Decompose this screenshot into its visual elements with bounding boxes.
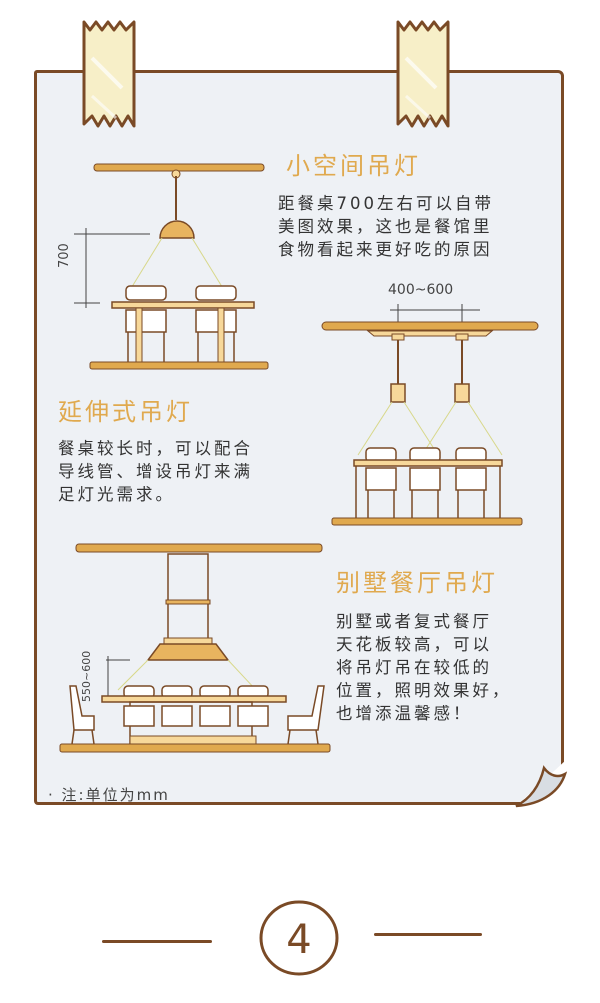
text-line: 美图效果，这也是餐馆里: [278, 217, 493, 236]
text-extended-pendant: 餐桌较长时，可以配合 导线管、增设吊灯来满 足灯光需求。: [58, 437, 253, 506]
heading-extended-pendant: 延伸式吊灯: [58, 398, 193, 426]
text-villa-pendant: 别墅或者复式餐厅 天花板较高，可以 将吊灯吊在较低的 位置，照明效果好， 也增添…: [336, 610, 512, 725]
text-small-space-pendant: 距餐桌700左右可以自带 美图效果，这也是餐馆里 食物看起来更好吃的原因: [278, 192, 494, 261]
divider-right: [374, 933, 482, 936]
page-curl-icon: [514, 760, 568, 808]
dimension-label-400-600: 400~600: [388, 282, 453, 298]
page-number: 4: [286, 917, 311, 963]
note-paper: [34, 70, 564, 805]
text-line: 餐桌较长时，可以配合: [58, 439, 253, 458]
divider-left: [102, 940, 212, 943]
text-line: 别墅或者复式餐厅: [336, 612, 492, 631]
text-line: 也增添温馨感！: [336, 704, 473, 723]
tape-left-icon: [82, 20, 136, 128]
text-line: 距餐桌700左右可以自带: [278, 194, 494, 213]
text-line: 将吊灯吊在较低的: [336, 658, 492, 677]
text-line: 食物看起来更好吃的原因: [278, 240, 493, 259]
tape-right-icon: [396, 20, 450, 128]
heading-small-space-pendant: 小空间吊灯: [286, 152, 421, 180]
text-line: 位置，照明效果好，: [336, 681, 512, 700]
dimension-label-550-600: 550~600: [80, 651, 93, 702]
extended-pendant-illustration-icon: 400~600: [321, 282, 539, 526]
villa-pendant-illustration-icon: 550~600: [59, 543, 331, 753]
footnote-unit: · 注:单位为mm: [48, 786, 170, 804]
heading-villa-pendant: 别墅餐厅吊灯: [336, 569, 498, 597]
text-line: 足灯光需求。: [58, 485, 175, 504]
page-number-circle-icon: 4: [259, 900, 339, 976]
text-line: 天花板较高，可以: [336, 635, 492, 654]
small-space-pendant-illustration-icon: 700: [57, 163, 269, 370]
dimension-label-700: 700: [57, 243, 72, 268]
text-line: 导线管、增设吊灯来满: [58, 462, 253, 481]
